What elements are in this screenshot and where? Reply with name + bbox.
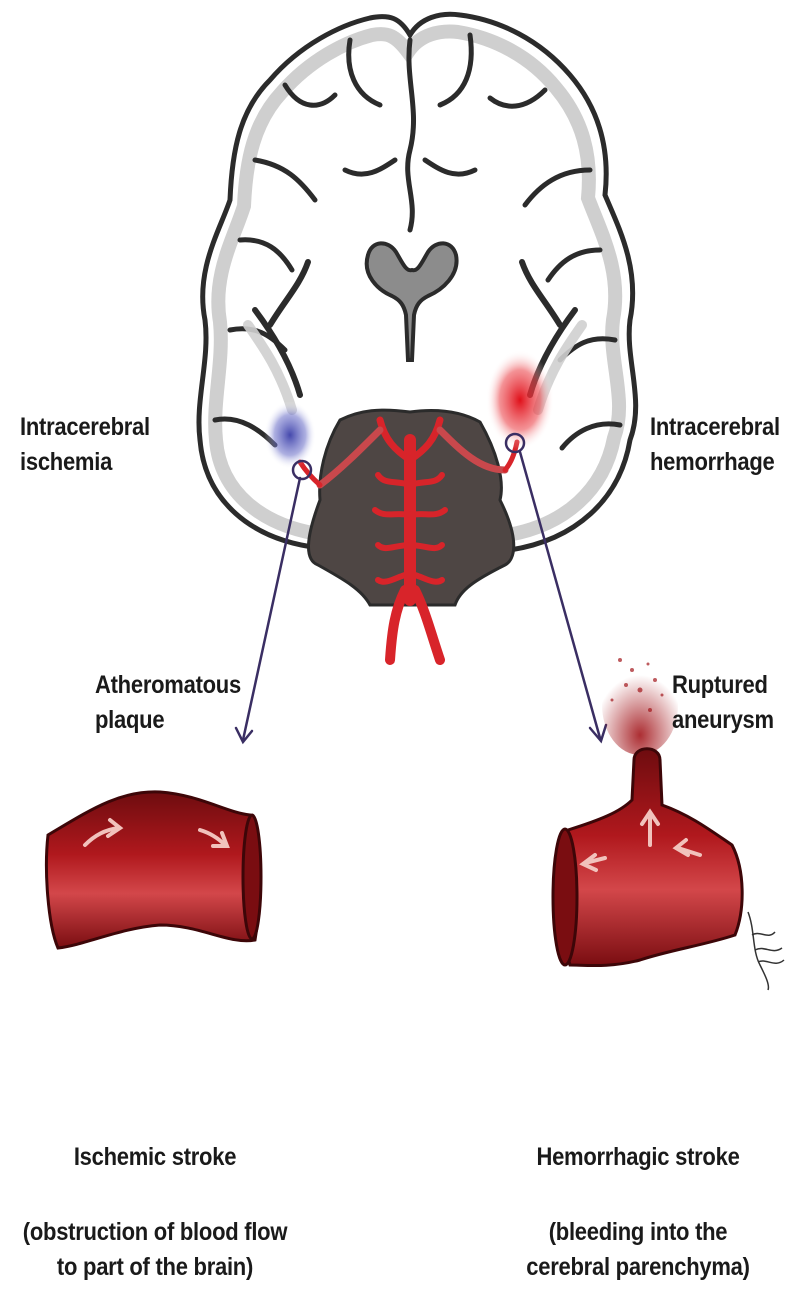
hemorrhagic-stroke-detail: (bleeding into the cerebral parenchyma)	[506, 1215, 770, 1285]
ischemia-zone	[264, 401, 316, 469]
ischemic-stroke-title: Ischemic stroke	[19, 1140, 292, 1175]
label-intracerebral-ischemia: Intracerebral ischemia	[20, 410, 150, 480]
ischemic-stroke-detail: (obstruction of blood flow to part of th…	[19, 1215, 292, 1285]
hemorrhagic-stroke-title: Hemorrhagic stroke	[506, 1140, 770, 1175]
label-ruptured-aneurysm: Ruptured aneurysm	[672, 668, 774, 738]
label-intracerebral-hemorrhage: Intracerebral hemorrhage	[650, 410, 780, 480]
atheromatous-vessel	[46, 792, 261, 948]
brain-section	[199, 14, 636, 660]
label-atheromatous-plaque: Atheromatous plaque	[95, 668, 241, 738]
artist-signature	[748, 912, 784, 990]
blood-spray	[602, 655, 678, 755]
